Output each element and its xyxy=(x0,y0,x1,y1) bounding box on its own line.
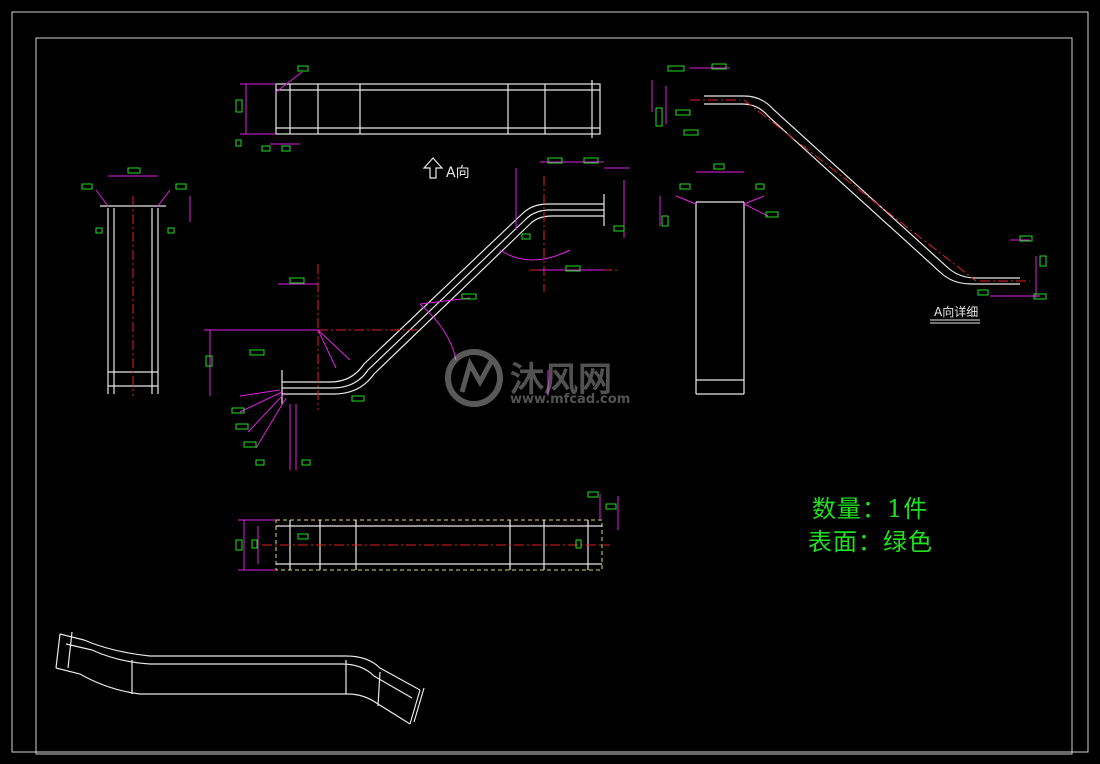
quantity-note: 数量：1件 xyxy=(812,495,929,523)
outer-frame xyxy=(11,11,1089,753)
isometric-view xyxy=(55,631,425,725)
watermark-brand: 沐风网 xyxy=(510,360,612,400)
view-direction-arrow-icon xyxy=(422,157,444,179)
right-profile-view xyxy=(651,63,1047,300)
view-a-arrow-label: A向 xyxy=(446,165,470,181)
right-section-view xyxy=(659,163,779,395)
watermark-logo-icon xyxy=(445,349,503,407)
inner-frame xyxy=(35,37,1073,755)
view-a-detail-label: A向详细 xyxy=(934,305,979,319)
main-elevation-view xyxy=(204,157,630,470)
surface-note: 表面：绿色 xyxy=(808,528,933,556)
side-view xyxy=(81,167,191,396)
top-view xyxy=(235,65,601,152)
watermark-url: www.mfcad.com xyxy=(510,392,631,407)
bottom-plan-view xyxy=(235,491,619,571)
